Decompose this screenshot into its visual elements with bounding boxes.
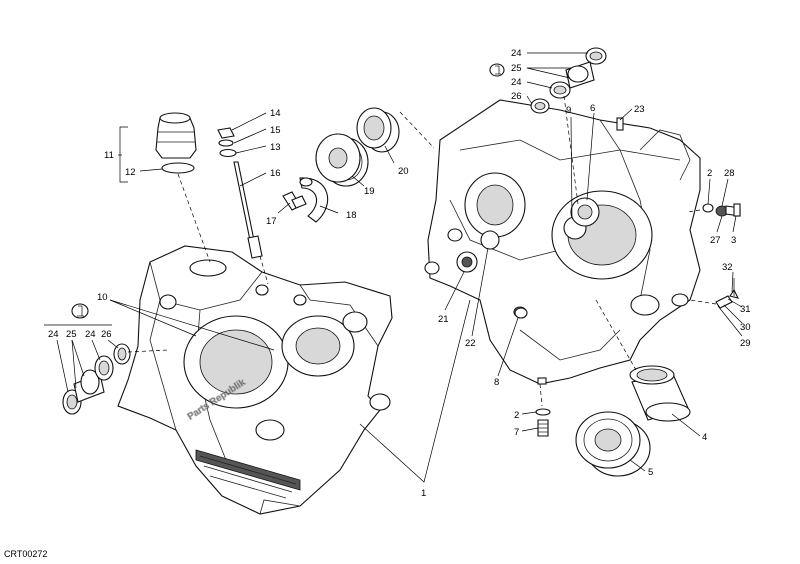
callout-label: 11 bbox=[104, 150, 114, 161]
callout-label: 4 bbox=[702, 432, 707, 443]
callout-label: 3 bbox=[731, 235, 736, 246]
callout-label: 1 bbox=[421, 488, 426, 499]
info-icon bbox=[71, 303, 89, 319]
left-seal-stack-parts-24-26 bbox=[62, 343, 131, 415]
callout-label: 14 bbox=[270, 108, 281, 119]
callout-label: 7 bbox=[514, 427, 519, 438]
bolt-part-17 bbox=[282, 191, 307, 211]
bearing-part-19 bbox=[315, 133, 369, 187]
pin-part-23 bbox=[616, 117, 624, 131]
callout-label: 15 bbox=[270, 125, 281, 136]
callout-label: 9 bbox=[566, 105, 571, 116]
top-seal-stack-parts-24-26 bbox=[530, 47, 607, 114]
bushing-part-20 bbox=[356, 107, 400, 153]
callout-label: 27 bbox=[710, 235, 721, 246]
bracket-part-18 bbox=[299, 177, 329, 223]
diagram-code: CRT00272 bbox=[4, 549, 48, 559]
callout-label: 24 bbox=[511, 48, 522, 59]
info-icon bbox=[489, 63, 505, 77]
callout-label: 22 bbox=[465, 338, 476, 349]
callout-label: 31 bbox=[740, 304, 751, 315]
filter-cap-part-11 bbox=[155, 112, 197, 159]
callout-label: 24 bbox=[85, 329, 96, 340]
callout-label: 5 bbox=[648, 467, 653, 478]
callout-label: 20 bbox=[398, 166, 409, 177]
callout-label: 2 bbox=[707, 168, 712, 179]
callout-label: 24 bbox=[48, 329, 59, 340]
bearing-part-5 bbox=[575, 411, 651, 477]
fitting-group-parts-29-32 bbox=[715, 278, 740, 309]
callout-label: 8 bbox=[494, 377, 499, 388]
callout-label: 19 bbox=[364, 186, 375, 197]
callout-label: 6 bbox=[590, 103, 595, 114]
callout-labels: 1 2 2 3 4 5 6 7 8 9 10 11 12 13 14 15 16… bbox=[48, 48, 751, 499]
callout-label: 18 bbox=[346, 210, 357, 221]
callout-label: 25 bbox=[66, 329, 77, 340]
callout-label: 26 bbox=[511, 91, 522, 102]
callout-label: 10 bbox=[97, 292, 108, 303]
callout-label: 13 bbox=[270, 142, 281, 153]
callout-label: 21 bbox=[438, 314, 449, 325]
leader-lines bbox=[44, 52, 743, 483]
left-crankcase-half bbox=[117, 245, 393, 515]
callout-label: 28 bbox=[724, 168, 735, 179]
o-ring-part-12 bbox=[161, 162, 195, 174]
callout-label: 12 bbox=[125, 167, 136, 178]
stud-assembly-parts-13-16 bbox=[217, 127, 263, 259]
drain-plug-parts-2-7 bbox=[535, 408, 551, 437]
callout-label: 26 bbox=[101, 329, 112, 340]
callout-label: 16 bbox=[270, 168, 281, 179]
bushing-part-4 bbox=[629, 365, 691, 422]
callout-label: 25 bbox=[511, 63, 522, 74]
callout-label: 29 bbox=[740, 338, 751, 349]
callout-label: 32 bbox=[722, 262, 733, 273]
bolt-group-parts-2-3-27-28 bbox=[702, 203, 741, 217]
callout-label: 30 bbox=[740, 322, 751, 333]
callout-label: 23 bbox=[634, 104, 645, 115]
o-ring-part-8 bbox=[514, 307, 528, 319]
callout-label: 17 bbox=[266, 216, 277, 227]
right-crankcase-half bbox=[424, 99, 701, 385]
callout-label: 24 bbox=[511, 77, 522, 88]
callout-label: 2 bbox=[514, 410, 519, 421]
